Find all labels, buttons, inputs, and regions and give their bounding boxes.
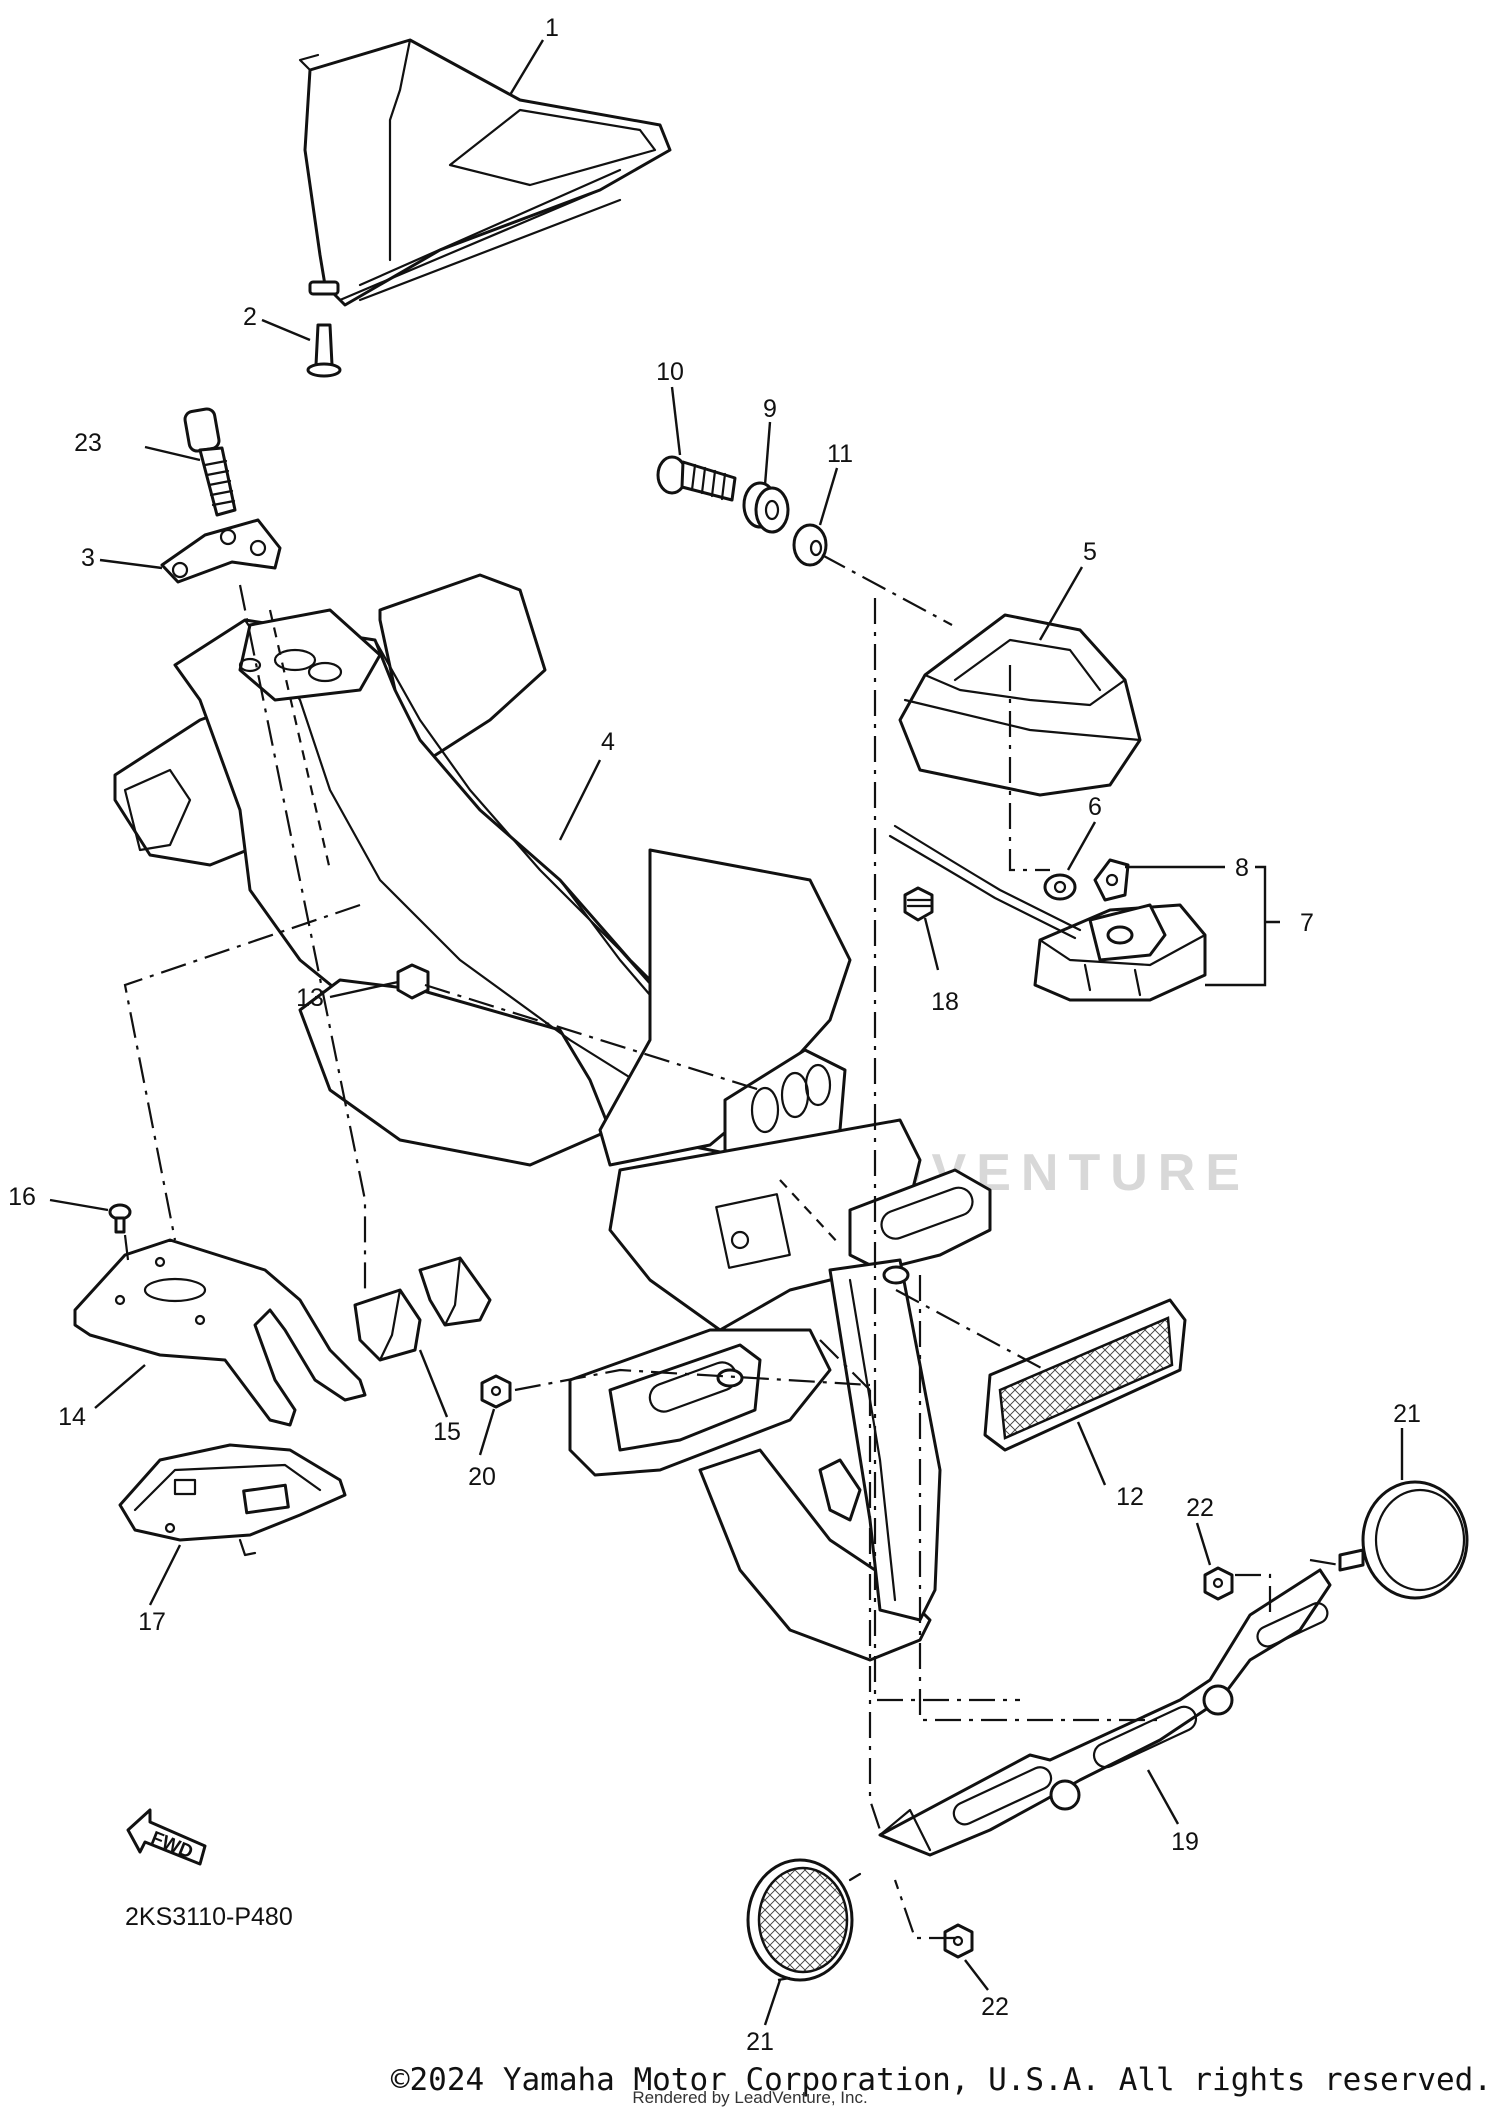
assembly-lines <box>123 554 1341 1940</box>
part-9-grommet <box>742 481 790 534</box>
callout-3: 23 <box>74 429 102 457</box>
leader-lines <box>49 39 1404 2026</box>
callout-12: 12 <box>1116 1483 1144 1511</box>
part-18-nut <box>903 886 934 922</box>
part-19-bracket <box>878 1568 1332 1857</box>
part-11-collar <box>792 523 828 567</box>
part-17-tray <box>118 1443 347 1557</box>
part-7-license-light <box>888 824 1207 1002</box>
part-15-damper <box>353 1256 492 1362</box>
callout-17: 17 <box>138 1608 166 1636</box>
callout-21-right: 21 <box>1393 1400 1421 1428</box>
callout-6: 6 <box>1088 793 1102 821</box>
callout-9: 9 <box>763 395 777 423</box>
callout-13: 13 <box>296 984 324 1012</box>
part-12-reflector <box>983 1298 1187 1452</box>
callout-19: 19 <box>1171 1828 1199 1856</box>
part-23-bolt <box>183 407 237 517</box>
part-6-collar <box>1043 873 1077 901</box>
part-2-rivet <box>306 323 342 378</box>
part-22-nut-lower <box>943 1923 974 1959</box>
callout-10: 10 <box>656 358 684 386</box>
diagram-reference-code: 2KS3110-P480 <box>125 1903 293 1931</box>
part-22-nut-upper <box>1203 1566 1234 1601</box>
fwd-arrow-icon: FWD <box>126 1808 207 1866</box>
part-21-reflector-left <box>746 1858 862 1982</box>
callout-18: 18 <box>931 988 959 1016</box>
callout-15: 15 <box>433 1418 461 1446</box>
callout-labels: 1 2 23 3 4 5 6 7 8 9 10 11 12 13 14 15 1… <box>8 14 1421 2056</box>
callout-4: 4 <box>601 728 615 756</box>
callout-20: 20 <box>468 1463 496 1491</box>
callout-4-alt: 3 <box>81 544 95 572</box>
rendered-by-credit: Rendered by LeadVenture, Inc. <box>632 2088 868 2107</box>
part-4-lower-tail <box>568 848 992 1662</box>
callout-22-upper: 22 <box>1186 1494 1214 1522</box>
callout-7: 7 <box>1300 909 1314 937</box>
callout-22-lower: 22 <box>981 1993 1009 2021</box>
callout-1: 1 <box>545 14 559 42</box>
part-3-plate <box>160 518 282 584</box>
callout-14: 14 <box>58 1403 86 1431</box>
callout-8: 8 <box>1235 854 1249 882</box>
part-8-bracket <box>1093 858 1130 902</box>
callout-11: 11 <box>827 440 853 468</box>
part-20-nut <box>480 1374 512 1409</box>
part-14-bracket <box>73 1238 367 1427</box>
part-1-upper-cover <box>298 38 672 307</box>
callout-16: 16 <box>8 1183 36 1211</box>
part-16-screw <box>108 1203 132 1234</box>
callout-5: 5 <box>1083 538 1097 566</box>
part-10-bolt <box>656 455 737 502</box>
copyright-notice: ©2024 Yamaha Motor Corporation, U.S.A. A… <box>390 2062 1492 2098</box>
callout-2: 2 <box>243 303 257 331</box>
part-13-nut <box>396 963 430 1000</box>
part-21-reflector-right <box>1338 1480 1469 1600</box>
part-5-lens-cover <box>898 613 1142 797</box>
callout-21-left: 21 <box>746 2028 774 2056</box>
